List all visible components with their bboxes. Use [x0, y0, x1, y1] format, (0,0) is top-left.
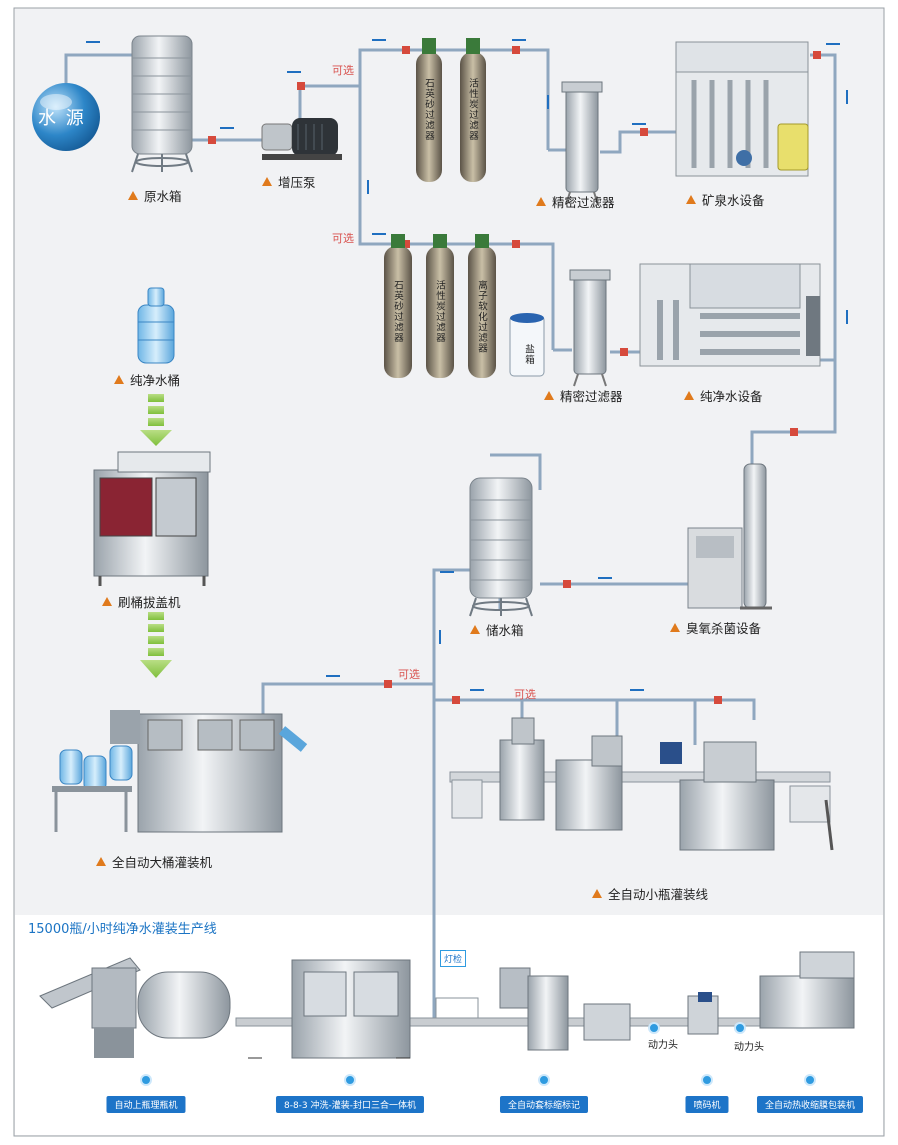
warning-triangle-icon [536, 197, 546, 206]
warning-triangle-icon [96, 857, 106, 866]
machine-marker-3 [538, 1074, 550, 1086]
raw-tank-text: 原水箱 [144, 189, 182, 204]
bottom-precision-label: 精密过滤器 [544, 386, 623, 405]
salt-tank-text: 盐箱 [523, 344, 534, 365]
optional-label-mid: 可选 [332, 232, 354, 245]
bottom-precision-text: 精密过滤器 [560, 389, 623, 404]
water-source-label: 水 源 [38, 108, 86, 129]
optional-label-top: 可选 [332, 64, 354, 77]
brush-machine-label: 刷桶拔盖机 [102, 592, 181, 611]
storage-tank-text: 储水箱 [486, 623, 524, 638]
machine-marker-5 [804, 1074, 816, 1086]
lamp-check-label: 灯检 [440, 950, 467, 967]
top-precision-label: 精密过滤器 [536, 192, 615, 211]
bottom-filter-2-text: 活性炭过滤器 [434, 280, 445, 343]
barrel-filler-label: 全自动大桶灌装机 [96, 852, 212, 871]
machine-label-unscrambler: 自动上瓶理瓶机 [106, 1096, 186, 1113]
top-filter-2-text: 活性炭过滤器 [467, 78, 478, 141]
warning-triangle-icon [470, 625, 480, 634]
bucket-label: 纯净水桶 [114, 370, 180, 389]
raw-tank-label: 原水箱 [128, 186, 182, 205]
mineral-equipment-label: 矿泉水设备 [686, 190, 765, 209]
mineral-equipment-text: 矿泉水设备 [702, 193, 765, 208]
pure-equipment-label: 纯净水设备 [684, 386, 763, 405]
brush-machine-text: 刷桶拔盖机 [118, 595, 181, 610]
warning-triangle-icon [544, 391, 554, 400]
pump-label: 增压泵 [262, 172, 316, 191]
bottom-filter-1-text: 石英砂过滤器 [392, 280, 403, 343]
machine-marker-2 [344, 1074, 356, 1086]
ozone-text: 臭氧杀菌设备 [686, 621, 762, 636]
machine-label-filler: 8-8-3 冲洗-灌装-封口三合一体机 [275, 1096, 425, 1113]
production-line-title: 15000瓶/小时纯净水灌装生产线 [28, 922, 217, 937]
warning-triangle-icon [114, 375, 124, 384]
power-head-dot-2 [734, 1022, 746, 1034]
warning-triangle-icon [592, 889, 602, 898]
machine-label-coder: 喷码机 [685, 1096, 729, 1113]
warning-triangle-icon [128, 191, 138, 200]
pump-text: 增压泵 [278, 175, 316, 190]
optional-label-right: 可选 [514, 688, 536, 701]
small-bottle-line-label: 全自动小瓶灌装线 [592, 884, 708, 903]
bucket-text: 纯净水桶 [130, 373, 181, 388]
warning-triangle-icon [670, 623, 680, 632]
storage-tank-label: 储水箱 [470, 620, 524, 639]
warning-triangle-icon [686, 195, 696, 204]
ozone-label: 臭氧杀菌设备 [670, 618, 761, 637]
top-precision-text: 精密过滤器 [552, 195, 615, 210]
bottom-filter-3-text: 离子软化过滤器 [476, 280, 487, 354]
power-head-dot-1 [648, 1022, 660, 1034]
power-head-label-1: 动力头 [648, 1040, 678, 1051]
top-filter-1-text: 石英砂过滤器 [423, 78, 434, 141]
pure-equipment-text: 纯净水设备 [700, 389, 763, 404]
barrel-filler-text: 全自动大桶灌装机 [112, 855, 213, 870]
warning-triangle-icon [262, 177, 272, 186]
machine-label-wrapper: 全自动热收缩膜包装机 [756, 1096, 864, 1113]
machine-label-labeler: 全自动套标缩标记 [499, 1096, 589, 1113]
machine-marker-4 [701, 1074, 713, 1086]
warning-triangle-icon [684, 391, 694, 400]
warning-triangle-icon [102, 597, 112, 606]
machine-marker-1 [140, 1074, 152, 1086]
small-bottle-line-text: 全自动小瓶灌装线 [608, 887, 709, 902]
power-head-label-2: 动力头 [734, 1042, 764, 1053]
optional-label-left: 可选 [398, 668, 420, 681]
